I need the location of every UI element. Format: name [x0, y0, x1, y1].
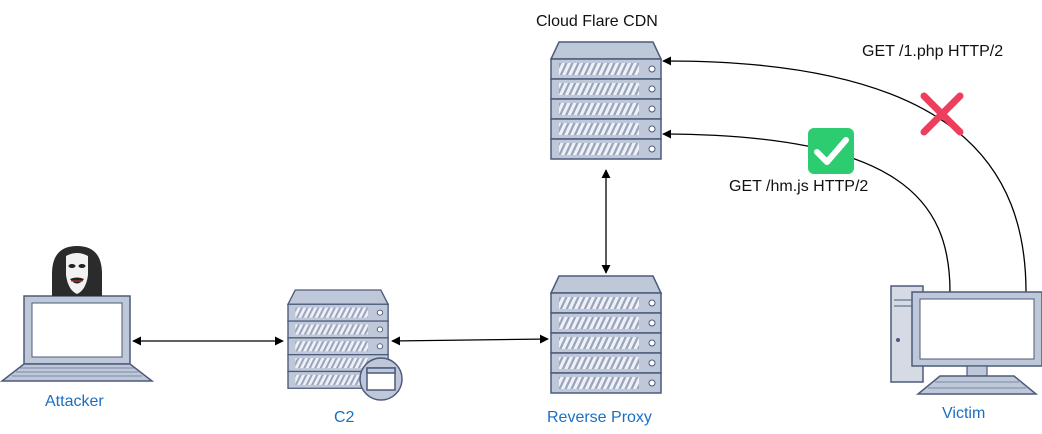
server-rack-icon [549, 275, 663, 394]
c2-server [286, 289, 403, 401]
attacker-laptop [0, 246, 155, 382]
victim-desktop [890, 285, 1042, 395]
edge-victim-cdn-php [662, 56, 1027, 293]
laptop-icon [0, 295, 155, 382]
reverse-proxy-label: Reverse Proxy [547, 409, 652, 426]
request-js-label: GET /hm.js HTTP/2 [729, 178, 869, 195]
edge-victim-cdn-js [662, 129, 951, 293]
edge-c2-proxy [391, 334, 549, 346]
victim-label: Victim [942, 405, 986, 422]
cdn-label: Cloud Flare CDN [536, 13, 658, 30]
green-check-icon [808, 128, 854, 174]
request-php-label: GET /1.php HTTP/2 [862, 43, 1004, 60]
red-x-icon [920, 92, 964, 136]
cdn-server [549, 41, 663, 160]
server-rack-icon [549, 41, 663, 160]
window-icon [359, 357, 403, 401]
desktop-computer-icon [890, 285, 1042, 395]
hacker-mask-icon [52, 246, 102, 296]
reverse-proxy-server [549, 275, 663, 394]
server-rack-icon [286, 289, 390, 389]
c2-label: C2 [334, 409, 355, 426]
attacker-label: Attacker [45, 393, 104, 410]
